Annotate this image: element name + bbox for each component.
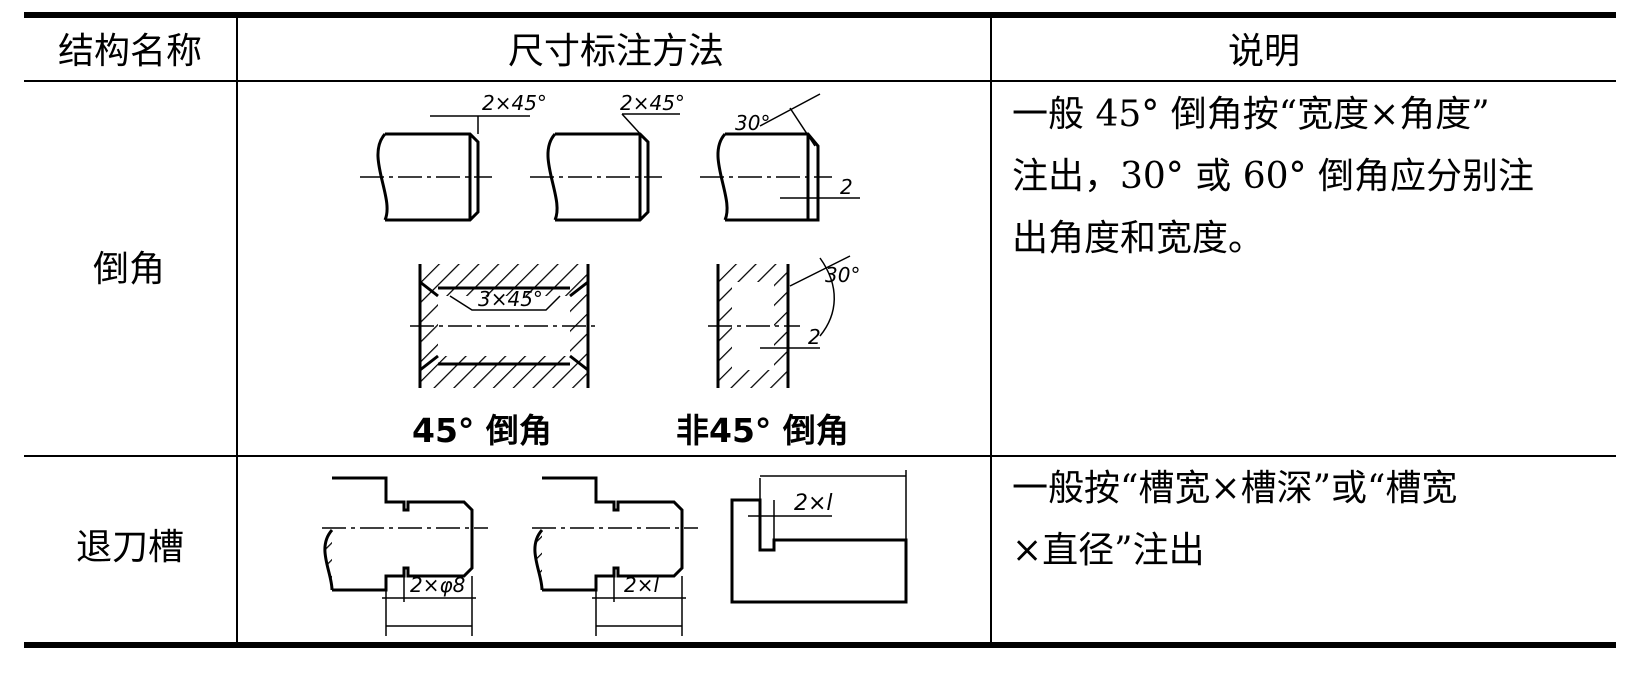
- undercut-block: [730, 470, 908, 604]
- bore-1-label: 3×45°: [478, 287, 543, 311]
- column-divider-2: [990, 18, 992, 642]
- chamfer-shaft-3: [700, 93, 860, 222]
- header-dimension-method: 尺寸标注方法: [508, 31, 725, 72]
- chamfer-figures: 2×45° 2×45° 30° 2 3×45° 30° 2: [360, 91, 860, 388]
- description-line: 一般 45° 倒角按“宽度×角度”: [1012, 94, 1490, 135]
- shaft-3-width-label: 2: [840, 175, 853, 199]
- groove-3-label: 2×l: [794, 491, 833, 516]
- groove-2-label: 2×l: [624, 573, 659, 597]
- undercut-figures: 2×φ8 2×l 2×l: [322, 470, 908, 636]
- shaft-1-label: 2×45°: [482, 91, 547, 115]
- description-line: ×直径”注出: [1012, 530, 1205, 571]
- undercut-shaft-2: [532, 476, 698, 636]
- description-line: 一般按“槽宽×槽深”或“槽宽: [1012, 468, 1458, 509]
- groove-1-label: 2×φ8: [410, 573, 465, 597]
- table-bottom-rule: [24, 642, 1616, 648]
- bore-2-angle-label: 30°: [825, 263, 860, 287]
- caption-non-45-chamfer: 非45° 倒角: [676, 411, 849, 450]
- row-chamfer-name: 倒角: [93, 249, 166, 290]
- description-line: 注出，30° 或 60° 倒角应分别注: [1012, 156, 1534, 197]
- chamfer-bore-1: [410, 264, 600, 388]
- table-top-rule: [24, 12, 1616, 18]
- shaft-3-angle-label: 30°: [735, 111, 770, 135]
- header-bottom-rule: [24, 80, 1616, 82]
- undercut-shaft-1: [322, 476, 488, 636]
- bore-2-width-label: 2: [808, 325, 821, 349]
- row-undercut-name: 退刀槽: [76, 527, 185, 568]
- chamfer-bore-2: [708, 255, 851, 388]
- row-divider-rule: [24, 455, 1616, 457]
- column-divider-1: [236, 18, 238, 642]
- chamfer-shaft-2: [530, 113, 680, 222]
- chamfer-shaft-1: [360, 115, 530, 222]
- header-description: 说明: [1228, 31, 1301, 72]
- description-line: 出角度和宽度。: [1012, 218, 1265, 259]
- header-structure-name: 结构名称: [58, 31, 203, 72]
- row-undercut-description: 一般按“槽宽×槽深”或“槽宽 ×直径”注出: [1012, 458, 1457, 582]
- row-chamfer-description: 一般 45° 倒角按“宽度×角度” 注出，30° 或 60° 倒角应分别注 出角…: [1012, 84, 1534, 270]
- caption-45-chamfer: 45° 倒角: [412, 411, 552, 450]
- shaft-2-label: 2×45°: [620, 91, 685, 115]
